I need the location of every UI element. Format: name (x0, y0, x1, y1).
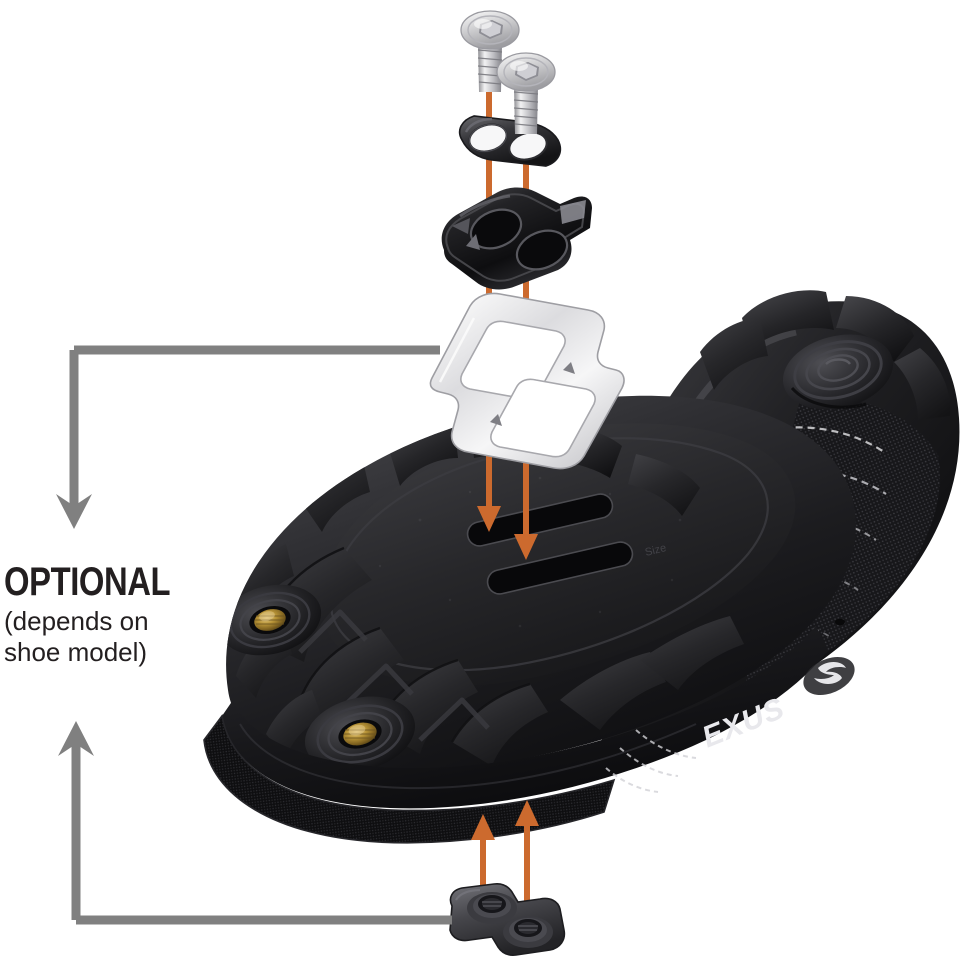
cleat-slots (466, 493, 634, 595)
cleat-bolt-left (460, 10, 520, 92)
guide-arrow-bottom (58, 721, 452, 925)
shim-plate (429, 292, 625, 470)
heel-tread-blocks (700, 290, 951, 420)
optional-callout: OPTIONAL (depends on shoe model) (0, 560, 200, 668)
cleat-washer-plate (458, 115, 562, 167)
shoe-sole: Size (226, 395, 856, 770)
shoe-illustration: Size (203, 290, 960, 844)
heel-dial (782, 334, 894, 410)
cleat-bolt-right (496, 52, 556, 134)
orange-arrowheads-down (477, 506, 538, 560)
tnut-backing-plate (449, 883, 566, 956)
threaded-insert-upper (226, 584, 322, 656)
shoe-midsole-rand (222, 626, 828, 809)
threaded-insert-lower (304, 696, 416, 770)
callout-subtitle-line2: shoe model) (4, 637, 148, 667)
toe-bumper (203, 714, 616, 844)
callout-title: OPTIONAL (4, 560, 171, 604)
svg-text:Size: Size (644, 542, 668, 559)
spd-cleat (441, 187, 592, 290)
guide-arrow-top (56, 345, 440, 529)
callout-subtitle-line1: (depends on (4, 606, 149, 636)
sole-stitching (605, 729, 697, 793)
